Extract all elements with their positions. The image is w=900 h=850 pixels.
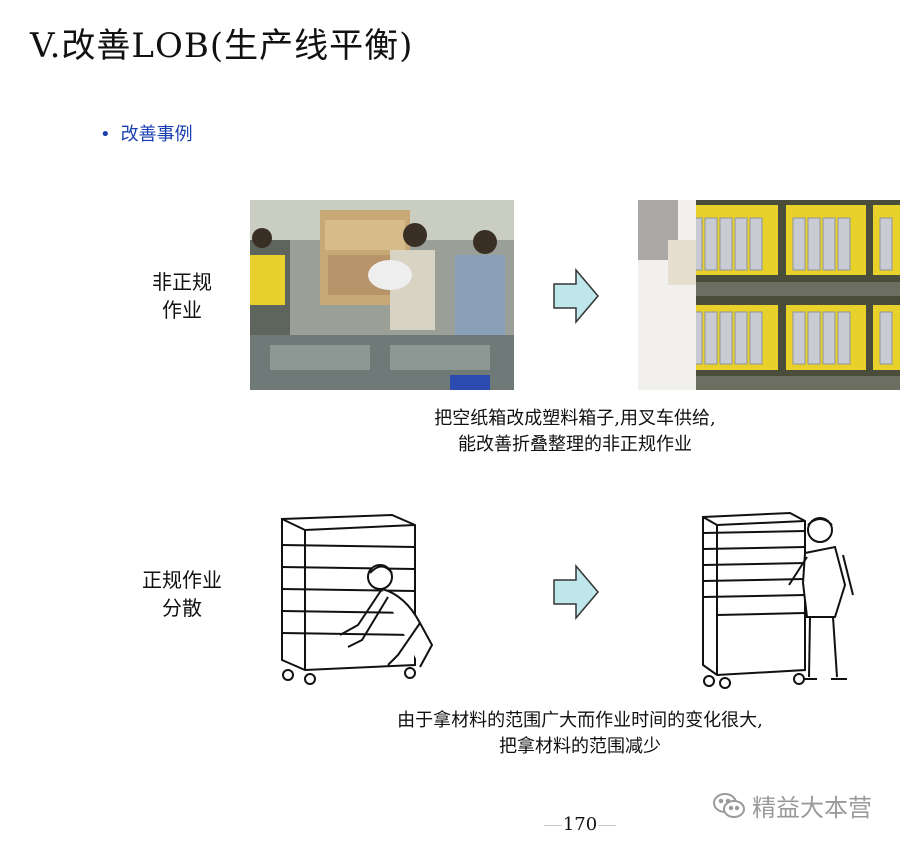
example2-label-line: 分散	[162, 596, 202, 620]
wechat-icon	[712, 792, 746, 826]
example2-label: 正规作业 分散	[122, 566, 242, 622]
page-number: 170	[540, 814, 620, 835]
before-drawing-worker-bending-at-cart	[270, 505, 450, 685]
example1-caption: 把空纸箱改成塑料箱子,用叉车供给, 能改善折叠整理的非正规作业	[340, 406, 810, 458]
right-arrow-icon	[552, 268, 600, 324]
example1-label: 非正规 作业	[122, 268, 242, 324]
right-arrow-icon	[552, 564, 600, 620]
before-photo-workers-cardboard	[250, 200, 514, 390]
example1-label-line: 作业	[162, 298, 202, 322]
example1-caption-line: 把空纸箱改成塑料箱子,用叉车供给,	[434, 408, 716, 429]
example1-caption-line: 能改善折叠整理的非正规作业	[458, 434, 692, 455]
arrow-shape	[553, 268, 599, 324]
example1-label-line: 非正规	[152, 270, 212, 294]
bullet-marker: •	[100, 124, 111, 145]
arrow-shape	[553, 564, 599, 620]
section-subtitle: • 改善事例	[100, 120, 193, 146]
example2-caption: 由于拿材料的范围广大而作业时间的变化很大, 把拿材料的范围减少	[330, 708, 830, 760]
example2-caption-line: 把拿材料的范围减少	[499, 736, 661, 757]
watermark-text: 精益大本营	[752, 794, 872, 822]
example2-caption-line: 由于拿材料的范围广大而作业时间的变化很大,	[397, 710, 763, 731]
after-photo-plastic-crates	[638, 200, 900, 390]
watermark: 精益大本营	[712, 788, 872, 826]
subtitle-text: 改善事例	[120, 124, 193, 145]
page-title: V.改善LOB(生产线平衡)	[30, 26, 414, 66]
example2-label-line: 正规作业	[142, 568, 222, 592]
after-drawing-worker-standing-at-cart	[695, 505, 865, 690]
